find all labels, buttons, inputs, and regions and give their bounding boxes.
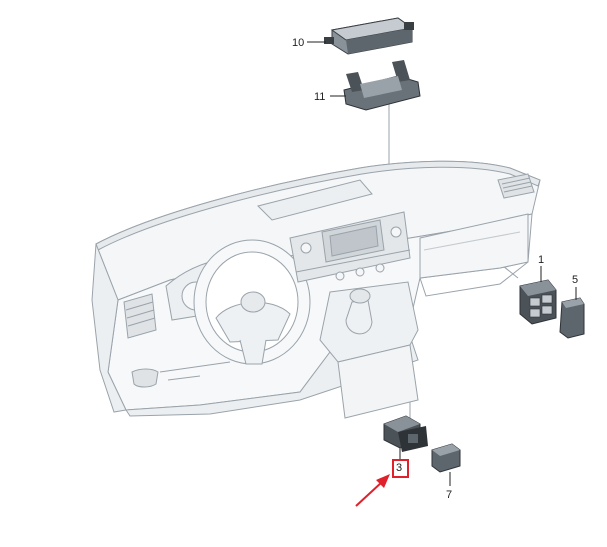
infotainment-unit [289, 211, 411, 283]
part-5-cover [559, 297, 585, 339]
part-11-bracket [343, 60, 421, 111]
callout-10: 10 [292, 37, 304, 49]
part-1-switch [519, 279, 557, 325]
highlight-box-part-3 [392, 459, 409, 478]
dashboard [91, 160, 541, 419]
callout-1: 1 [538, 254, 544, 266]
callout-5: 5 [572, 274, 578, 286]
callout-7: 7 [446, 489, 452, 501]
callout-3: 3 [396, 462, 402, 474]
highlight-arrow [355, 474, 390, 507]
part-10-control-unit [324, 17, 414, 55]
callout-11: 11 [314, 91, 325, 103]
steering-wheel [193, 239, 311, 365]
part-7-cover [431, 443, 461, 473]
part-3-socket [383, 415, 428, 452]
gear-shifter [345, 288, 373, 335]
